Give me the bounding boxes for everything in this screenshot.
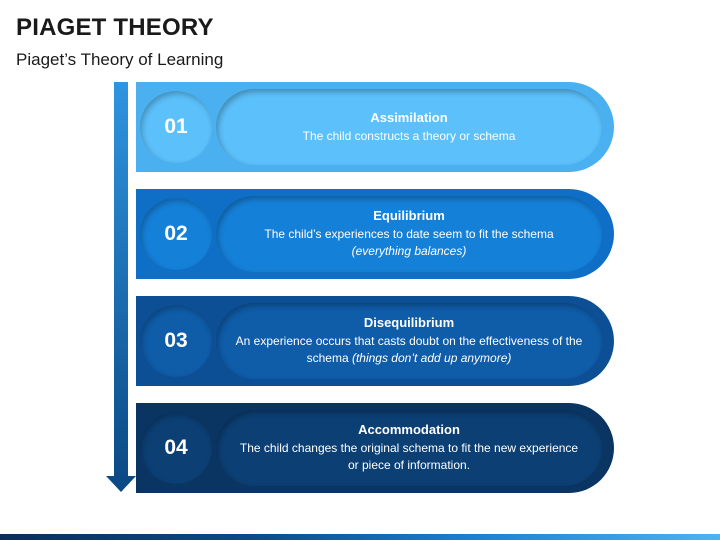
page-title: PIAGET THEORY <box>16 14 214 41</box>
page-subtitle: Piaget’s Theory of Learning <box>16 50 224 69</box>
step-description-note: (things don’t add up anymore) <box>351 351 512 365</box>
step-title: Disequilibrium <box>363 315 455 330</box>
step-description-text: The child’s experiences to date seem to … <box>264 227 554 241</box>
step-title: Accommodation <box>358 422 460 437</box>
step-3: 03 Disequilibrium An experience occurs tha… <box>136 296 614 386</box>
step-content: Disequilibrium An experience occurs that … <box>216 303 602 379</box>
step-description: The child’s experiences to date seem to … <box>234 226 584 260</box>
step-description: The child constructs a theory or schema <box>303 128 516 145</box>
step-description: The child changes the original schema to… <box>234 440 584 474</box>
step-number: 04 <box>140 412 212 484</box>
step-number: 02 <box>140 198 212 270</box>
step-description-text: The child changes the original schema to… <box>239 441 579 472</box>
timeline-arrow-shaft <box>114 82 128 478</box>
step-description: An experience occurs that casts doubt on… <box>234 333 584 367</box>
step-title: Assimilation <box>370 109 448 125</box>
step-description-note: (everything balances) <box>351 244 467 258</box>
step-number: 03 <box>140 305 212 377</box>
step-title: Equilibrium <box>373 208 445 223</box>
step-number: 01 <box>140 91 212 163</box>
footer-bar <box>0 534 720 540</box>
step-description-text: An experience occurs that casts doubt on… <box>235 334 583 365</box>
step-description-text: The child constructs a theory or schema <box>302 128 516 143</box>
down-arrow-icon <box>106 476 136 492</box>
